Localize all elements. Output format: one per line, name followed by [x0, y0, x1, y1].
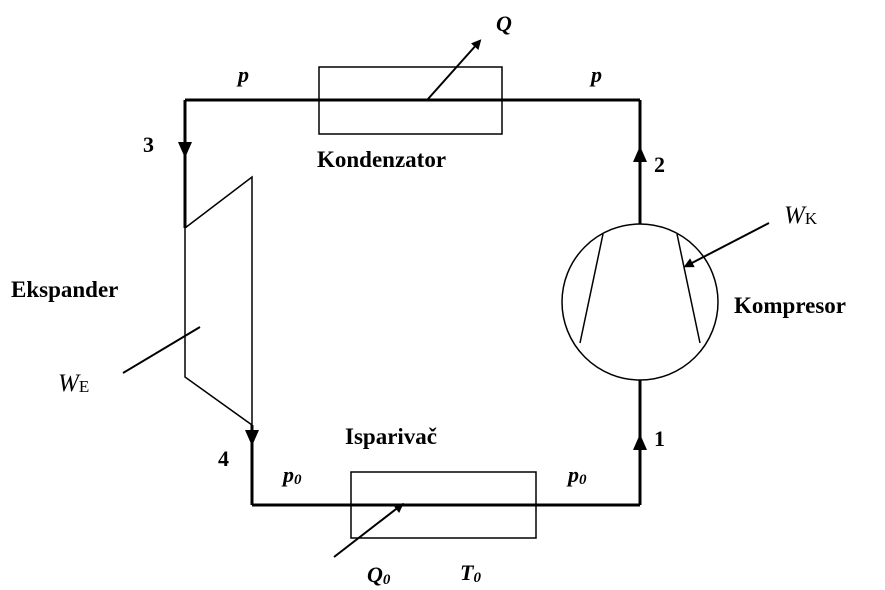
condenser-label: Kondenzator [317, 147, 446, 172]
heat-out-arrow [427, 39, 482, 100]
expander-work-line [122, 326, 201, 374]
heat-in-arrow [333, 502, 404, 558]
flow-arrow-1 [633, 434, 647, 450]
compressor-work-label: WK [784, 202, 818, 229]
expander-label: Ekspander [11, 277, 118, 302]
compressor-circle [561, 223, 719, 381]
compressor-blade-left [579, 233, 604, 344]
cycle-lines [183, 98, 642, 507]
state-1-label: 1 [654, 426, 665, 451]
state-4-label: 4 [218, 446, 229, 471]
pressure-high-left: p [236, 62, 249, 87]
flow-arrow-3 [178, 142, 192, 158]
compressor-work-arrow [683, 222, 770, 268]
heat-out-label: Q [496, 11, 512, 36]
heat-in-label: Q0 [367, 562, 391, 588]
compressor-symbol [561, 223, 719, 381]
pressure-low-right: p0 [566, 462, 587, 488]
flow-arrows [178, 142, 647, 450]
flow-arrow-2 [633, 146, 647, 162]
state-2-label: 2 [654, 152, 665, 177]
evaporator-label: Isparivač [345, 424, 437, 449]
condenser-box [318, 66, 503, 135]
expander-shape [184, 175, 253, 427]
temperature-label: T0 [460, 560, 481, 586]
evaporator-box [350, 471, 537, 539]
pressure-low-left: p0 [281, 462, 302, 488]
pressure-high-right: p [589, 62, 602, 87]
state-3-label: 3 [143, 132, 154, 157]
energy-arrows [122, 39, 770, 558]
flow-arrow-4 [245, 430, 259, 446]
expander-work-label: WE [58, 370, 89, 397]
compressor-label: Kompresor [734, 293, 846, 318]
compressor-blade-right [676, 233, 701, 344]
